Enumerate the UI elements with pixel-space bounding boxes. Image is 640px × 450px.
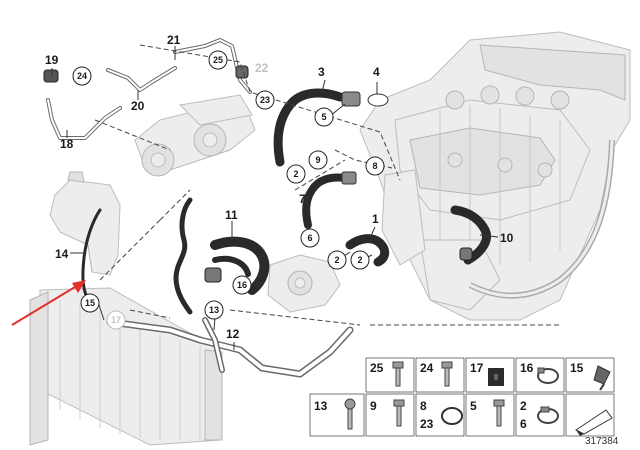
engine-block bbox=[359, 31, 631, 321]
table-label-17: 17 bbox=[470, 361, 484, 375]
callout-12: 12 bbox=[226, 327, 240, 341]
bolt-13-icon bbox=[344, 398, 356, 430]
hoses bbox=[81, 88, 491, 315]
callout-8-circle: 8 bbox=[365, 156, 385, 176]
circled-callouts: 25 24 23 5 9 8 2 2 bbox=[72, 50, 385, 330]
table-label-23: 23 bbox=[420, 417, 434, 431]
callout-10: 10 bbox=[500, 231, 514, 245]
svg-text:23: 23 bbox=[260, 95, 270, 105]
table-label-13: 13 bbox=[314, 399, 328, 413]
svg-text:17: 17 bbox=[111, 315, 121, 325]
callout-5-circle: 5 bbox=[314, 107, 334, 127]
callout-4: 4 bbox=[373, 65, 380, 79]
callout-18: 18 bbox=[60, 137, 74, 151]
highlight-arrow bbox=[11, 280, 86, 326]
table-label-2: 2 bbox=[520, 399, 527, 413]
callout-15-circle: 15 bbox=[80, 293, 100, 313]
callout-24-circle: 24 bbox=[72, 66, 92, 86]
callout-23-circle: 23 bbox=[255, 90, 275, 110]
dashed-leaders bbox=[94, 44, 560, 326]
callout-22: 22 bbox=[255, 61, 269, 75]
plain-callouts: 21 19 20 18 3 4 7 1 10 11 12 14 22 bbox=[45, 33, 514, 341]
bolt-24-icon bbox=[441, 361, 453, 387]
svg-text:2: 2 bbox=[293, 169, 298, 179]
callout-17-circle: 17 bbox=[106, 310, 126, 330]
table-label-6: 6 bbox=[520, 417, 527, 431]
table-label-5: 5 bbox=[470, 399, 477, 413]
callout-9-circle: 9 bbox=[308, 150, 328, 170]
mounting-kit-icon bbox=[575, 409, 613, 436]
turbocharger-assembly bbox=[134, 94, 256, 177]
table-label-15: 15 bbox=[570, 361, 584, 375]
callout-1: 1 bbox=[372, 212, 379, 226]
callout-14: 14 bbox=[55, 247, 69, 261]
callout-13-circle: 13 bbox=[204, 300, 224, 320]
radiator bbox=[29, 287, 223, 446]
svg-text:16: 16 bbox=[237, 280, 247, 290]
table-label-25: 25 bbox=[370, 361, 384, 375]
svg-text:5: 5 bbox=[321, 112, 326, 122]
callout-3: 3 bbox=[318, 65, 325, 79]
callout-6-circle: 6 bbox=[300, 228, 320, 248]
parts-table: 25 24 17 16 15 13 9 8 23 5 2 6 bbox=[309, 357, 615, 437]
svg-text:2: 2 bbox=[334, 255, 339, 265]
water-pump bbox=[267, 254, 341, 313]
table-label-16: 16 bbox=[520, 361, 534, 375]
callout-21: 21 bbox=[167, 33, 181, 47]
bolt-9-icon bbox=[393, 399, 405, 427]
callout-2-circle-c: 2 bbox=[350, 250, 370, 270]
diagram-number: 317384 bbox=[585, 436, 619, 447]
seal-ring-8-icon bbox=[441, 407, 463, 425]
table-label-24: 24 bbox=[420, 361, 434, 375]
pipes bbox=[46, 38, 354, 378]
svg-text:13: 13 bbox=[209, 305, 219, 315]
clip-15-icon bbox=[593, 365, 611, 391]
callout-2-circle-a: 2 bbox=[286, 164, 306, 184]
callout-11: 11 bbox=[225, 208, 238, 222]
callout-2-circle-b: 2 bbox=[327, 250, 347, 270]
table-label-8: 8 bbox=[420, 399, 427, 413]
callout-20: 20 bbox=[131, 99, 145, 113]
callout-16-circle: 16 bbox=[232, 275, 252, 295]
svg-text:24: 24 bbox=[77, 71, 87, 81]
hose-clamp-16-icon bbox=[537, 367, 559, 384]
svg-text:25: 25 bbox=[213, 55, 223, 65]
bolt-25-icon bbox=[392, 361, 404, 387]
svg-text:2: 2 bbox=[357, 255, 362, 265]
svg-text:6: 6 bbox=[307, 233, 312, 243]
bolt-5-icon bbox=[493, 399, 505, 427]
table-label-9: 9 bbox=[370, 399, 377, 413]
engine-ribs bbox=[439, 85, 570, 265]
callout-19: 19 bbox=[45, 53, 59, 67]
grommet-17-icon bbox=[488, 368, 504, 386]
svg-text:15: 15 bbox=[85, 298, 95, 308]
callout-7: 7 bbox=[299, 192, 306, 206]
small-parts bbox=[43, 65, 473, 283]
callout-25-circle: 25 bbox=[208, 50, 228, 70]
svg-text:8: 8 bbox=[372, 161, 377, 171]
hose-clamp-2-icon bbox=[537, 406, 559, 424]
expansion-tank bbox=[49, 171, 121, 276]
svg-text:9: 9 bbox=[315, 155, 320, 165]
